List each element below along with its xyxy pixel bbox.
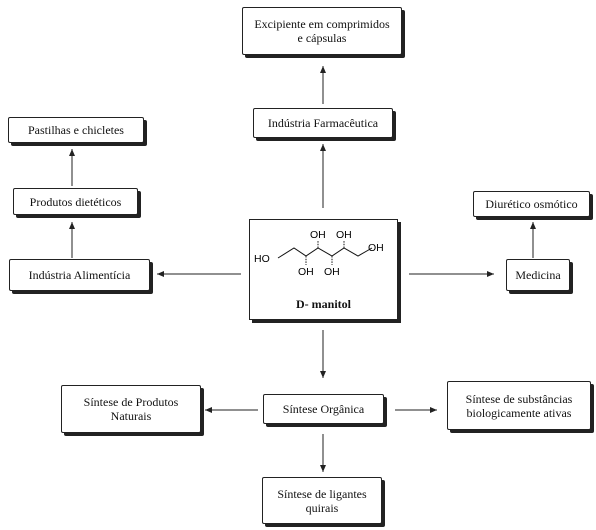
- node-industria-alimenticia: Indústria Alimentícia: [9, 259, 150, 291]
- node-ligantes-line-2: quirais: [305, 500, 339, 515]
- label-oh-top-1: OH: [310, 229, 326, 241]
- node-pastilhas: Pastilhas e chicletes: [8, 117, 144, 143]
- node-sintese-organica-label: Síntese Orgânica: [282, 402, 365, 416]
- node-d-manitol: HO OH OH OH OH OH D- manitol: [249, 219, 398, 320]
- node-ligantes-quirais: Síntese de ligantes quirais: [262, 477, 382, 524]
- node-industria-farmaceutica: Indústria Farmacêutica: [253, 108, 393, 138]
- node-produtos-dieteticos: Produtos dietéticos: [13, 188, 138, 215]
- node-pastilhas-label: Pastilhas e chicletes: [28, 123, 124, 137]
- node-produtos-naturais-line-2: Naturais: [110, 409, 152, 423]
- node-industria-farmaceutica-label: Indústria Farmacêutica: [267, 116, 379, 130]
- node-produtos-naturais-line-1: Síntese de Produtos: [83, 395, 179, 409]
- node-excipiente-line-2: e cápsulas: [297, 31, 347, 45]
- node-produtos-dieteticos-label: Produtos dietéticos: [29, 194, 122, 209]
- node-biologicamente-ativas: Síntese de substâncias biologicamente at…: [447, 381, 591, 430]
- node-excipiente: Excipiente em comprimidos e cápsulas: [242, 7, 402, 55]
- node-ligantes-line-1: Síntese de ligantes: [277, 486, 367, 501]
- label-oh-bottom-1: OH: [298, 266, 314, 278]
- node-excipiente-line-1: Excipiente em comprimidos: [254, 17, 390, 31]
- node-produtos-naturais: Síntese de Produtos Naturais: [61, 385, 201, 433]
- label-oh-bottom-2: OH: [324, 266, 340, 278]
- node-biologicamente-line-2: biologicamente ativas: [466, 405, 572, 420]
- label-oh-right: OH: [368, 242, 384, 254]
- mannitol-structure: HO OH OH OH OH OH: [254, 229, 384, 278]
- node-diuretico-osmotico: Diurético osmótico: [473, 191, 590, 217]
- node-industria-alimenticia-label: Indústria Alimentícia: [28, 268, 131, 282]
- node-medicina-label: Medicina: [515, 268, 561, 282]
- node-sintese-organica: Síntese Orgânica: [263, 394, 384, 424]
- node-biologicamente-line-1: Síntese de substâncias: [465, 391, 573, 406]
- node-diuretico-osmotico-label: Diurético osmótico: [485, 197, 578, 211]
- d-manitol-label: D- manitol: [296, 297, 351, 311]
- node-medicina: Medicina: [506, 259, 570, 291]
- label-oh-top-2: OH: [336, 229, 352, 241]
- label-ho-left: HO: [254, 253, 270, 265]
- mannitol-backbone: [277, 247, 373, 259]
